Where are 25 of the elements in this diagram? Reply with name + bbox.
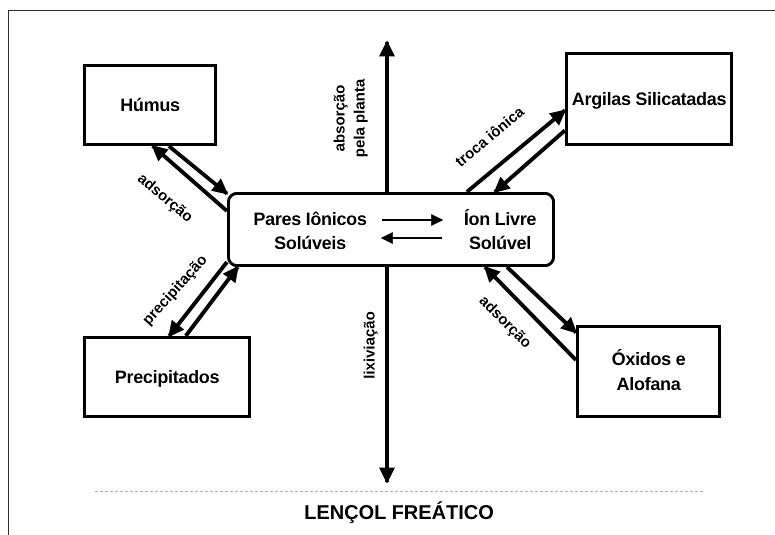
arrow: [151, 144, 228, 212]
node-label: Íon Livre Solúvel: [445, 198, 555, 264]
arrow: [506, 266, 578, 334]
water-table-label: LENÇOL FREÁTICO: [304, 502, 494, 525]
arrow: [168, 260, 229, 338]
arrow: [494, 128, 566, 194]
process-box: [83, 64, 217, 146]
box-label: Argilas Silicatadas: [572, 88, 726, 111]
rounded-box: [227, 192, 555, 267]
process-box: [565, 52, 733, 146]
arrow: [466, 108, 566, 194]
arrow: [379, 40, 395, 192]
arrow: [379, 267, 395, 484]
box-label: Óxidos e Alofana: [610, 348, 686, 396]
process-box: [576, 325, 721, 418]
edge-label: absorção pela planta: [330, 77, 370, 159]
box-label: Precipitados: [114, 366, 220, 389]
arrow: [484, 266, 578, 362]
arrow: [184, 266, 240, 338]
process-box: [83, 336, 251, 418]
arrow: [382, 214, 444, 226]
arrow: [380, 232, 442, 244]
node-label: Pares Iônicos Solúveis: [235, 198, 385, 264]
arrow: [168, 144, 228, 196]
box-label: Húmus: [120, 94, 180, 117]
